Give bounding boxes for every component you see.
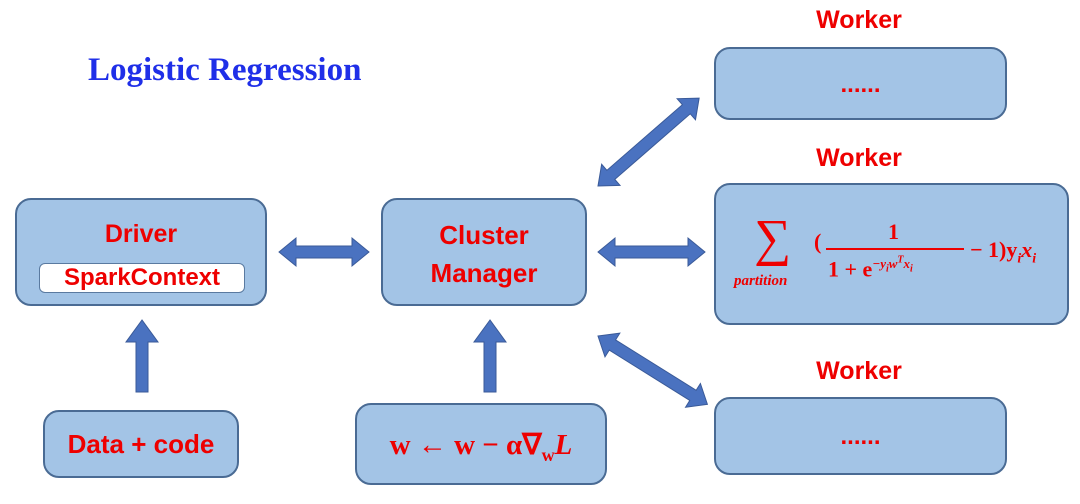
worker-box-1: ......	[714, 47, 1007, 120]
data-code-box: Data + code	[43, 410, 239, 478]
manager-worker3-arrow	[597, 332, 709, 408]
fraction-bar	[826, 248, 964, 250]
tail-sub-2: i	[1032, 251, 1037, 267]
page-title: Logistic Regression	[88, 52, 362, 88]
update-rule-box: w ← w − α∇wL	[355, 403, 607, 485]
driver-box: Driver SparkContext	[15, 198, 267, 306]
tail-sub-1: i	[1017, 251, 1022, 267]
sum-subscript: partition	[734, 273, 788, 289]
worker-content-1: ......	[840, 71, 881, 98]
fraction-numerator: 1	[888, 219, 899, 244]
worker-label-1: Worker	[816, 6, 902, 34]
exponent-w: w	[888, 256, 898, 272]
manager-worker2-arrow	[597, 236, 706, 268]
worker-content-3: ......	[840, 423, 881, 450]
update-rule-tail: L	[554, 429, 573, 461]
spark-context-label: SparkContext	[39, 263, 245, 293]
update-rule-subscript: w	[541, 444, 555, 465]
worker-label-2: Worker	[816, 144, 902, 172]
exponent-w-sup: T	[897, 255, 904, 266]
cluster-manager-line1: Cluster	[439, 220, 529, 250]
fraction-denominator: 1 + e−yiwTxi	[828, 255, 913, 283]
sum-symbol: ∑	[754, 210, 792, 267]
gradient-formula: ∑ partition ( 1 1 + e−yiwTxi − 1)yixi	[730, 210, 1060, 305]
driver-label: Driver	[104, 220, 178, 248]
update-rule-text: w ← w − α∇	[389, 429, 542, 461]
data-to-driver-arrow	[125, 319, 159, 393]
worker-box-3: ......	[714, 397, 1007, 475]
tail-text: − 1)y	[970, 237, 1018, 262]
driver-manager-arrow	[278, 236, 370, 268]
cluster-manager-box: Cluster Manager	[381, 198, 587, 306]
update-to-manager-arrow	[473, 319, 507, 393]
exponent-y: −y	[872, 256, 886, 272]
open-paren: (	[814, 229, 822, 254]
formula-tail: − 1)yixi	[970, 237, 1036, 267]
worker-label-3: Worker	[816, 357, 902, 385]
exponent-y-sub: i	[885, 263, 889, 275]
exponent-x: x	[903, 256, 911, 272]
data-code-label: Data + code	[67, 429, 215, 459]
update-rule-formula: w ← w − α∇wL	[357, 427, 605, 466]
cluster-manager-line2: Manager	[430, 258, 538, 288]
exponent-x-sub: i	[910, 263, 913, 275]
denominator-base: 1 + e	[828, 256, 873, 282]
denominator-exponent: −yiwTxi	[872, 255, 913, 275]
worker-box-2: ∑ partition ( 1 1 + e−yiwTxi − 1)yixi	[714, 183, 1069, 325]
tail-x: x	[1021, 237, 1033, 262]
manager-worker1-arrow	[597, 97, 700, 187]
